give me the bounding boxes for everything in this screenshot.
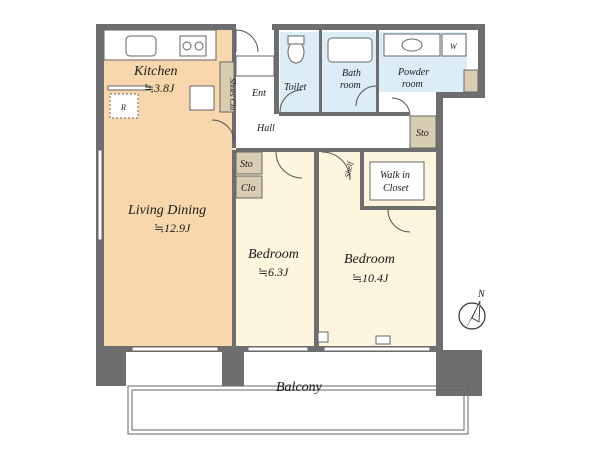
- entrance-step: [235, 55, 275, 77]
- bedroom2-outlet: [375, 335, 391, 345]
- kitchen-sink: [125, 35, 157, 57]
- wall-bath-powder: [376, 30, 379, 114]
- entrance-floor: [235, 78, 275, 108]
- hall-label: Hall: [256, 123, 275, 134]
- entrance-door: [235, 29, 259, 53]
- living-dining-area: ≒12.9J: [154, 221, 191, 235]
- shoes-closet-label: Shoes Clo: [228, 78, 237, 110]
- bathtub: [327, 37, 373, 63]
- entrance-label: Ent: [251, 88, 266, 99]
- wall-hall-bed: [236, 148, 436, 152]
- living-dining-name: Living Dining: [127, 203, 206, 218]
- powder-shelf: [463, 69, 479, 93]
- balcony-pillar-mid: [222, 350, 244, 386]
- compass-north-label: N: [477, 289, 486, 300]
- hall-storage: [409, 115, 437, 149]
- bedroom2-door: [321, 151, 351, 181]
- wall-ent-toilet: [274, 30, 279, 114]
- fridge-label: R: [120, 103, 126, 112]
- toilet-tank: [287, 35, 305, 45]
- bedroom1-area: ≒6.3J: [258, 265, 289, 279]
- hall-storage-door: [391, 97, 411, 117]
- shoes-closet: [219, 61, 235, 113]
- window-bottom-bed1: [247, 346, 309, 352]
- wall-wic-bottom: [364, 206, 436, 210]
- balcony-name: Balcony: [276, 380, 323, 395]
- balcony-floor: [130, 350, 470, 432]
- walk-in-closet-door: [387, 209, 411, 233]
- bedroom1-outlet: [317, 331, 329, 343]
- powder-name-line2: room: [402, 79, 423, 90]
- wall-toilet-bath: [319, 30, 322, 114]
- toilet-name: Toilet: [284, 82, 307, 93]
- bedroom-storage: [235, 151, 263, 175]
- bath-name-line2: room: [340, 80, 361, 91]
- balcony-rail-inner: [131, 389, 465, 431]
- bedroom-closet: [235, 175, 263, 199]
- vanity-basin: [401, 38, 423, 52]
- wall-top-right: [272, 24, 484, 30]
- bath-name-line1: Bath: [342, 68, 361, 79]
- toilet-door: [279, 89, 303, 113]
- balcony-pillar-right: [436, 350, 482, 396]
- window-left: [97, 149, 103, 241]
- wall-right-upper: [478, 24, 485, 98]
- bedroom2-name: Bedroom: [344, 252, 395, 267]
- kitchen-island: [107, 85, 151, 91]
- wall-bed1-left: [232, 150, 236, 346]
- balcony-rail: [127, 385, 469, 435]
- kitchen-stove: [179, 35, 207, 57]
- washer: [441, 33, 467, 57]
- bedroom1-door: [275, 151, 303, 179]
- fridge: [109, 93, 139, 119]
- wall-top-left: [96, 24, 236, 30]
- balcony-pillar-left: [96, 350, 126, 386]
- wall-right-step: [437, 92, 485, 98]
- kitchen-name: Kitchen: [133, 64, 178, 79]
- wall-wet-bottom: [279, 112, 409, 116]
- window-bottom-bed2: [323, 346, 431, 352]
- walk-in-closet: [369, 161, 425, 201]
- bedroom1-name: Bedroom: [248, 247, 299, 262]
- stove-burner-2: [194, 41, 204, 51]
- bedroom-closet-label: Clo: [241, 183, 255, 194]
- walk-in-closet-line1: Walk in: [380, 170, 410, 181]
- hall-storage-label: Sto: [416, 128, 429, 139]
- kitchen-back-counter: [189, 85, 215, 111]
- wall-right-lower: [436, 92, 443, 350]
- wall-bed1-bed2: [314, 150, 319, 346]
- washer-label: W: [450, 42, 458, 51]
- stove-burner-1: [182, 41, 192, 51]
- kitchen-area: ≒3.8J: [144, 81, 175, 95]
- window-bottom-living: [131, 346, 219, 352]
- hall-door: [211, 119, 235, 143]
- bedroom2-area: ≒10.4J: [352, 271, 389, 285]
- powder-name-line1: Powder: [397, 67, 429, 78]
- compass-icon: [458, 300, 486, 330]
- wall-wic-left: [360, 152, 364, 210]
- living-dining-floor: [104, 30, 235, 346]
- bedroom-storage-label: Sto: [240, 159, 253, 170]
- walk-in-closet-line2: Closet: [383, 183, 409, 194]
- shelf-label: Shelf: [343, 159, 355, 178]
- bath-door: [355, 85, 377, 107]
